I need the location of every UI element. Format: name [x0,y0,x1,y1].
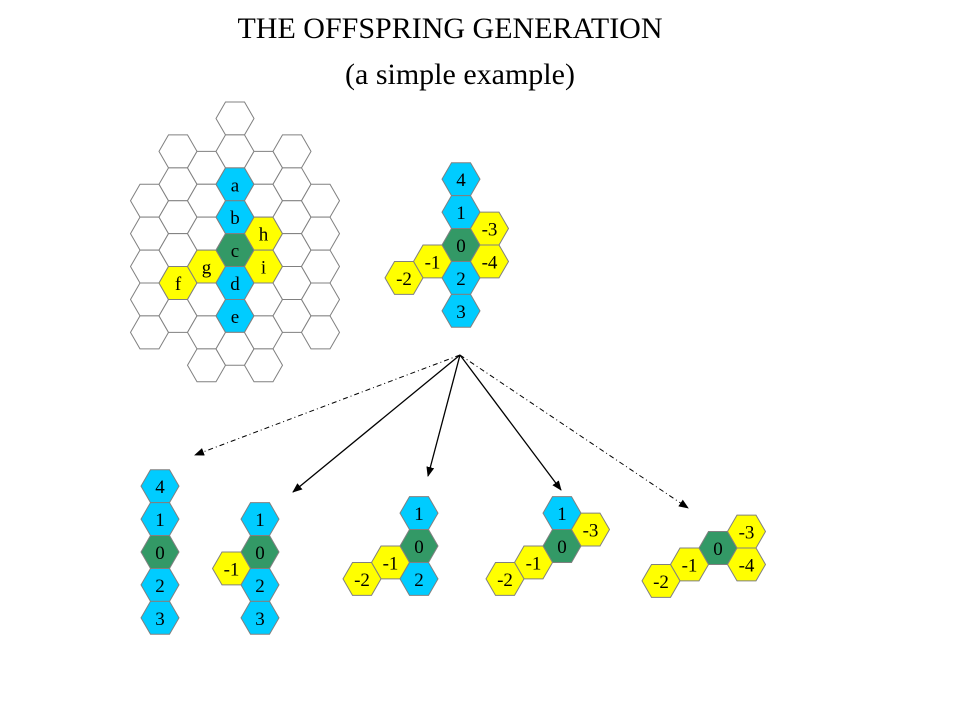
grid-hex-e-label: e [231,307,239,328]
child3-hex-farleft-label: -2 [354,570,370,591]
child3-hex-lower-label: 2 [414,570,424,591]
child1-hex-bottom: 3 [140,600,180,635]
child1-hex-lower: 2 [140,567,180,602]
parent-hex-upper-label: 1 [456,203,466,224]
child4-hex-upperright: -3 [570,512,611,547]
parent-hex-left-label: -1 [425,252,441,273]
child2-hex-bottom: 3 [240,600,280,635]
child3-hex-left-label: -1 [383,553,399,574]
arrow-to-child2 [292,354,461,493]
grid-hex-empty-shape [243,348,284,383]
child5-hex-upperright-label: -3 [739,523,755,544]
title-line-1: THE OFFSPRING GENERATION [237,12,663,45]
parent-hex-farleft-label: -2 [396,269,412,290]
child5-hex-upperright: -3 [726,514,767,549]
child1-hex-top-label: 4 [155,477,165,498]
child1-hex-bottom-label: 3 [155,609,165,630]
arrow-to-child5 [459,354,689,509]
child4-hex-farleft-shape [485,561,525,596]
child2-hex-left-label: -1 [224,559,240,580]
child3-hex-center-label: 0 [414,537,424,558]
grid-hex-h-label: h [259,225,269,246]
arrow-to-child4 [459,354,562,491]
child5-hex-lowerright-shape [726,547,767,582]
child4-hex-center-label: 0 [557,537,567,558]
child1-hex-upper-label: 1 [155,510,165,531]
parent-hex-top-label: 4 [456,170,466,191]
child1-hex-top: 4 [140,469,180,504]
arrow-to-child1 [194,354,461,456]
child4-hex-upperright-label: -3 [583,521,599,542]
child5-hex-lowerright-label: -4 [739,555,755,576]
child1-hex-bottom-shape [140,600,180,635]
child3-hex-farleft-shape [342,561,382,596]
grid-hex-b-label: b [230,208,240,229]
child5-hex-farleft-shape [641,563,681,598]
parent-hex-lowerright-label: -4 [482,252,498,273]
grid-hex-empty [243,348,284,383]
grid-hex-i-label: i [261,258,266,279]
grid-hex-d-label: d [230,274,240,295]
title-line-2: (a simple example) [345,58,575,91]
child2-hex-lower-label: 2 [255,576,265,597]
parent-hex-upperright-label: -3 [482,220,498,241]
parent-hex-lowerright: -4 [469,244,510,279]
child4-hex-upper-label: 1 [557,504,567,525]
parent-hex-top: 4 [441,162,481,197]
grid-hex-c-label: c [231,241,239,262]
grid-hex-empty-shape [300,315,341,350]
parent-hex-farleft-shape [384,260,424,295]
child2-hex-left: -1 [211,551,252,586]
child4-hex-left-label: -1 [526,553,542,574]
child1-hex-upper: 1 [140,502,180,537]
child2-hex-bottom-label: 3 [255,609,265,630]
grid-hex-a-label: a [231,175,240,196]
child5-hex-left: -1 [669,547,710,582]
child2-hex-bottom-shape [240,600,280,635]
child5-hex-left-label: -1 [682,555,698,576]
child5-hex-center-label: 0 [713,539,723,560]
child3-hex-upper-label: 1 [414,504,424,525]
parent-hex-lower-label: 2 [456,269,466,290]
parent-hex-bottom-label: 3 [456,302,466,323]
grid-hex-g-label: g [202,258,212,279]
grid-hex-empty-shape [215,101,255,136]
child5-hex-lowerright: -4 [726,547,767,582]
child3-hex-lower: 2 [399,561,439,596]
parent-hex-bottom: 3 [441,293,481,328]
child1-hex-center: 0 [140,535,180,569]
child5-hex-farleft-label: -2 [653,572,669,593]
grid-hex-empty [215,101,255,136]
child4-hex-farleft-label: -2 [497,570,513,591]
parent-hex-center-label: 0 [456,236,466,257]
parent-hex-bottom-shape [441,293,481,328]
child4-hex-farleft: -2 [485,561,525,596]
child3-hex-farleft: -2 [342,561,382,596]
grid-hex-f-label: f [175,274,182,295]
child4-hex-upperright-shape [570,512,611,547]
child3-hex-lower-shape [399,561,439,596]
child2-hex-upper: 1 [240,502,280,537]
child1-hex-center-label: 0 [155,543,165,564]
arrows-group [194,354,689,509]
parent-hex-lowerright-shape [469,244,510,279]
arrow-to-child3 [426,354,461,477]
child5-hex-farleft: -2 [641,563,681,598]
child1-hex-lower-label: 2 [155,576,165,597]
child2-hex-center-label: 0 [255,543,265,564]
child2-hex-upper-label: 1 [255,510,265,531]
child3-hex-upper: 1 [399,496,439,531]
parent-hex-farleft: -2 [384,260,424,295]
grid-hex-empty [300,315,341,350]
parent-hex-upperright: -3 [469,211,510,246]
